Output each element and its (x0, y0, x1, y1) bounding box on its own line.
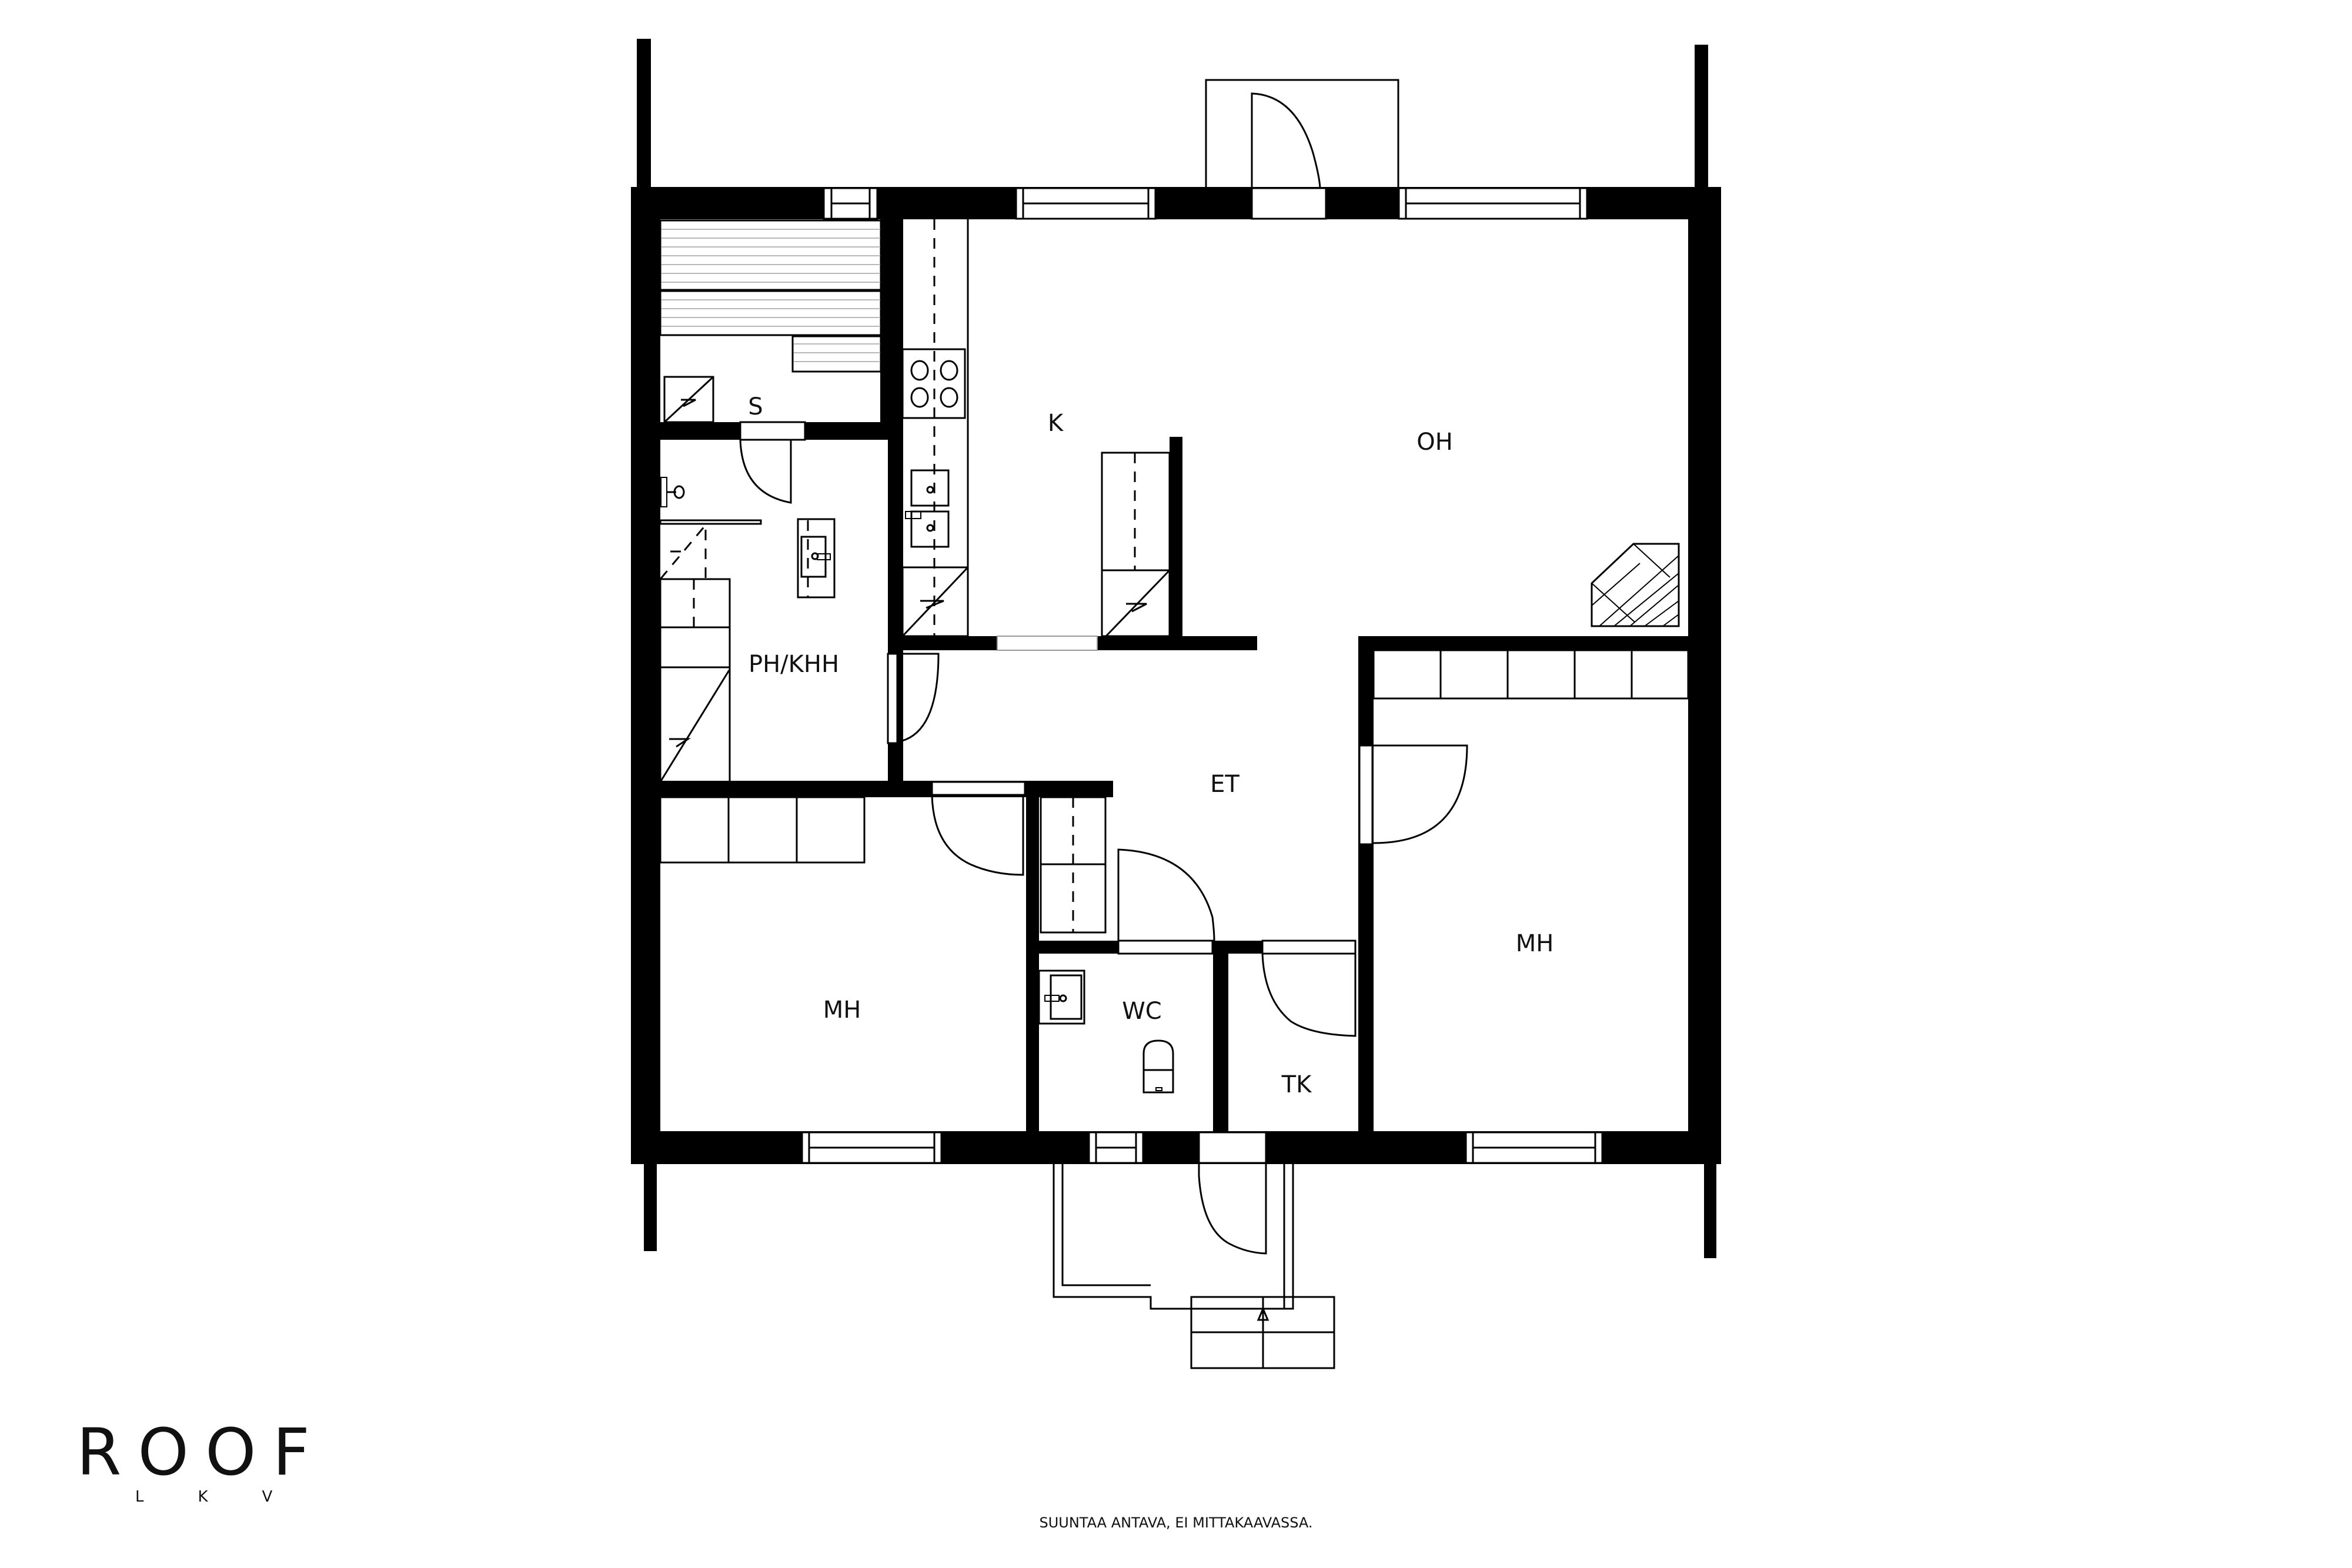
stove-icon (901, 348, 966, 419)
window-bedroom-left (801, 1131, 943, 1164)
room-label-bedroom-right: MH (1515, 930, 1554, 957)
window-sauna (823, 187, 878, 220)
logo-wordmark: ROOF (76, 1415, 326, 1490)
window-wc (1088, 1131, 1144, 1164)
room-label-bathroom-utility: PH/KHH (748, 651, 840, 678)
room-label-kitchen: K (1047, 410, 1064, 437)
sauna-stove-icon (663, 376, 714, 423)
fridge-icon (1101, 452, 1171, 637)
toilet-icon (1142, 1039, 1174, 1094)
room-label-sauna: S (748, 393, 763, 420)
washer-icon (659, 670, 730, 783)
bathroom-fixtures (659, 477, 836, 784)
company-logo: ROOF LKV (76, 1420, 326, 1506)
wc-fixtures (1038, 969, 1174, 1094)
window-bedroom-right (1465, 1131, 1603, 1164)
sink-icon (797, 518, 836, 599)
window-living-room (1398, 187, 1588, 220)
room-label-storage: TK (1281, 1071, 1312, 1098)
entrance-porch (1053, 1131, 1335, 1369)
wc-sink-icon (1038, 969, 1085, 1025)
doors (659, 649, 1689, 1037)
logo-subtitle: LKV (135, 1488, 327, 1506)
windows (801, 187, 1603, 1164)
room-label-bedroom-left: MH (823, 997, 861, 1024)
window-kitchen (1015, 187, 1157, 220)
terrace-top (1205, 79, 1399, 220)
room-label-living-room: OH (1416, 429, 1453, 456)
room-label-toilet: WC (1122, 998, 1162, 1025)
scale-disclaimer: SUUNTAA ANTAVA, EI MITTAKAAVASSA. (1039, 1514, 1313, 1531)
sauna-benches (659, 219, 882, 504)
dishwasher-icon (901, 566, 969, 637)
kitchen-sink-icon (905, 469, 950, 548)
kitchen-fixtures (901, 219, 1171, 651)
shower-icon (660, 477, 685, 507)
fireplace-icon (1591, 543, 1680, 627)
exterior-fins (637, 39, 1716, 1258)
room-label-entrance-hall: ET (1210, 771, 1240, 798)
